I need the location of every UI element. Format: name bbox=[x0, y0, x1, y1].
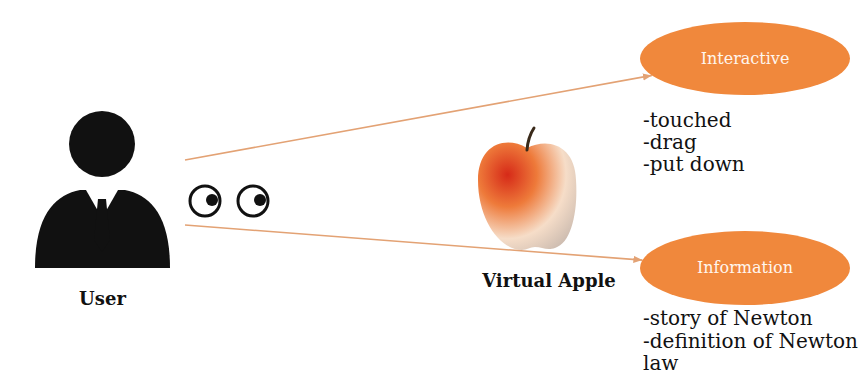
list-item: -put down bbox=[643, 153, 858, 175]
list-item: -touched bbox=[643, 109, 858, 131]
list-item: -definition of Newton law bbox=[643, 330, 858, 374]
apple-stem bbox=[527, 128, 534, 150]
ellipse-fill bbox=[640, 231, 850, 305]
category-title: Interactive bbox=[701, 49, 790, 69]
eyes-icon bbox=[190, 186, 268, 216]
apple-illustration bbox=[478, 128, 576, 250]
apple-body bbox=[478, 143, 576, 250]
ellipse-fill bbox=[640, 22, 850, 95]
user-body bbox=[35, 190, 170, 268]
user-tie bbox=[94, 199, 110, 252]
list-item: -drag bbox=[643, 131, 858, 153]
user-icon bbox=[35, 111, 170, 268]
list-item: -story of Newton bbox=[643, 307, 858, 329]
eye bbox=[238, 186, 268, 216]
arrow-connector bbox=[185, 75, 652, 160]
pupil bbox=[206, 194, 218, 206]
user-head bbox=[69, 111, 135, 177]
category-ellipse: Interactive bbox=[640, 22, 850, 95]
category-ellipse: Information bbox=[640, 231, 850, 305]
category-title: Information bbox=[697, 258, 793, 278]
actor-node: User bbox=[20, 105, 185, 310]
pupil bbox=[254, 194, 266, 206]
actor-label: User bbox=[79, 288, 126, 310]
image-caption: Virtual Apple bbox=[460, 270, 638, 292]
arrow-connector bbox=[185, 225, 642, 260]
eye bbox=[190, 186, 220, 216]
